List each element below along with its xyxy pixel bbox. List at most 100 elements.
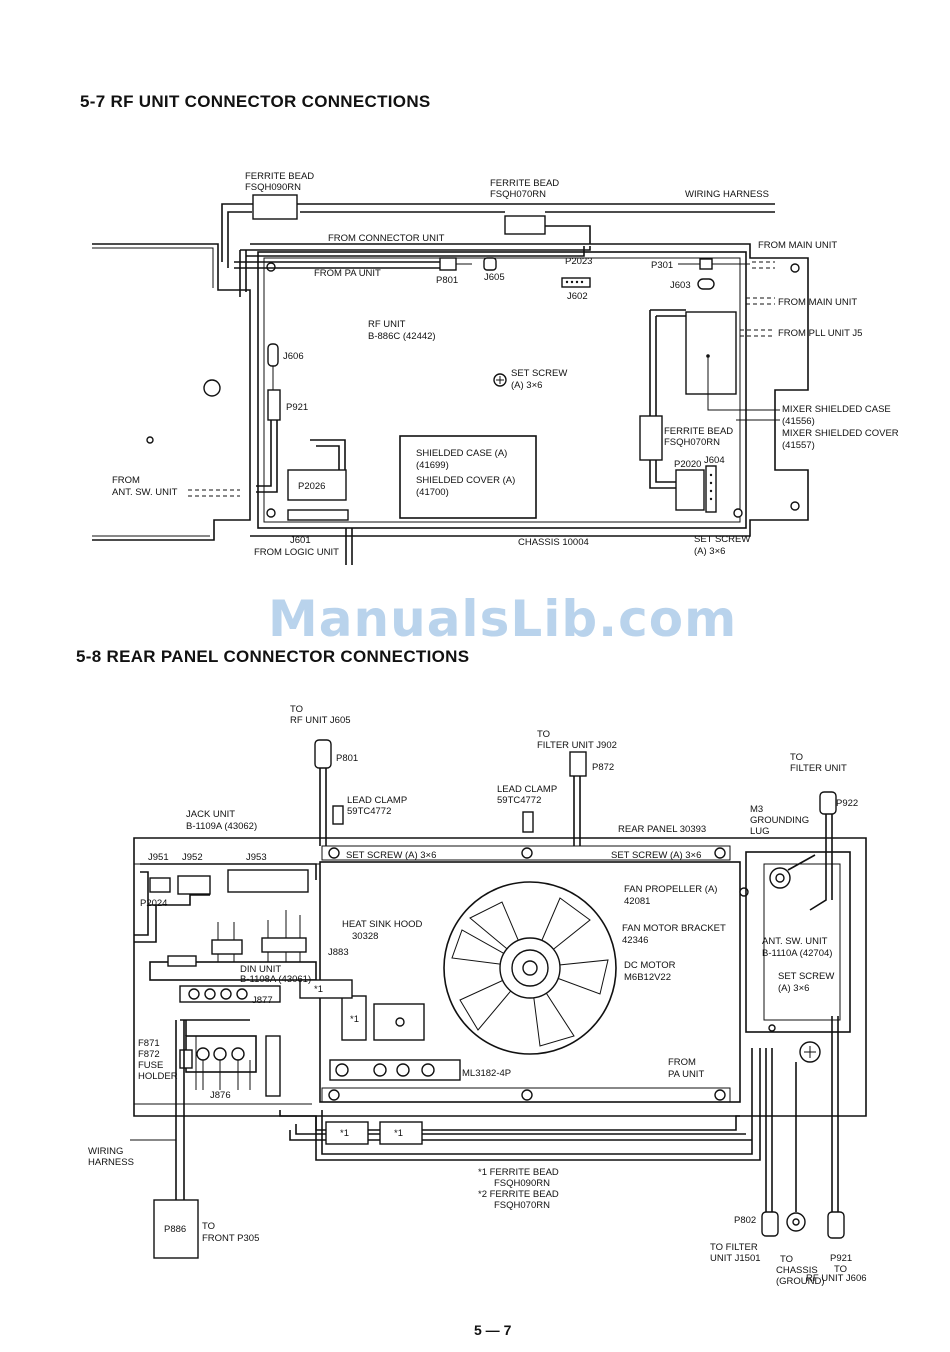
svg-text:P921: P921	[830, 1253, 852, 1264]
p921-connector	[267, 389, 281, 421]
svg-text:B-1108A (43061): B-1108A (43061)	[240, 974, 311, 985]
j606-jack	[267, 343, 279, 367]
p872-connector	[569, 751, 587, 777]
svg-text:SET SCREW: SET SCREW	[511, 368, 567, 379]
svg-text:REAR PANEL 30393: REAR PANEL 30393	[618, 824, 706, 835]
svg-text:J601: J601	[290, 535, 311, 546]
svg-text:SHIELDED CASE (A): SHIELDED CASE (A)	[416, 448, 507, 459]
svg-text:ML3182-4P: ML3182-4P	[462, 1068, 511, 1079]
svg-text:SET SCREW: SET SCREW	[778, 971, 834, 982]
svg-text:SET SCREW (A) 3×6: SET SCREW (A) 3×6	[611, 850, 701, 861]
svg-text:FILTER UNIT J902: FILTER UNIT J902	[537, 740, 617, 751]
rear-panel-outline	[133, 837, 867, 1131]
lead-clamp-2	[522, 811, 534, 833]
svg-text:(41556): (41556)	[782, 416, 815, 427]
svg-text:FILTER UNIT: FILTER UNIT	[790, 763, 847, 774]
svg-text:(GROUND): (GROUND)	[776, 1276, 825, 1287]
svg-text:*1: *1	[394, 1128, 403, 1139]
shielded-case-a	[399, 435, 537, 519]
svg-text:FUSE: FUSE	[138, 1060, 163, 1071]
svg-text:FROM PA UNIT: FROM PA UNIT	[314, 268, 381, 279]
svg-text:P2023: P2023	[565, 256, 592, 267]
page-number: 5 — 7	[474, 1322, 512, 1338]
svg-text:59TC4772: 59TC4772	[497, 795, 541, 806]
section-title-rear-panel: 5-8 REAR PANEL CONNECTOR CONNECTIONS	[76, 647, 470, 666]
p886-connector	[153, 1199, 199, 1259]
svg-text:RF UNIT J606: RF UNIT J606	[806, 1273, 867, 1284]
svg-text:TO: TO	[290, 704, 303, 715]
svg-text:FSQH090RN: FSQH090RN	[494, 1178, 550, 1189]
svg-text:SHIELDED COVER (A): SHIELDED COVER (A)	[416, 475, 515, 486]
svg-text:J606: J606	[283, 351, 304, 362]
svg-text:J877: J877	[252, 995, 273, 1006]
svg-text:RF UNIT: RF UNIT	[368, 319, 406, 330]
rf-unit-labels: FERRITE BEAD FSQH090RN FERRITE BEAD FSQH…	[112, 171, 899, 558]
svg-text:P2024: P2024	[140, 898, 167, 909]
svg-text:TO: TO	[780, 1254, 793, 1265]
svg-text:J953: J953	[246, 852, 267, 863]
svg-text:M6B12V22: M6B12V22	[624, 972, 671, 983]
j953-jack	[227, 869, 309, 893]
svg-text:FERRITE BEAD: FERRITE BEAD	[245, 171, 314, 182]
svg-text:(41700): (41700)	[416, 487, 449, 498]
j604-jack	[705, 465, 717, 513]
svg-text:(41699): (41699)	[416, 460, 449, 471]
svg-text:FROM MAIN UNIT: FROM MAIN UNIT	[758, 240, 837, 251]
ferrite-bead-b2	[379, 1121, 423, 1145]
svg-text:FROM PLL UNIT J5: FROM PLL UNIT J5	[778, 328, 862, 339]
svg-text:SET SCREW: SET SCREW	[694, 534, 750, 545]
j601-jack	[287, 509, 349, 521]
svg-text:FAN PROPELLER (A): FAN PROPELLER (A)	[624, 884, 717, 895]
rf-unit-board	[257, 251, 747, 529]
svg-text:*2 FERRITE BEAD: *2 FERRITE BEAD	[478, 1189, 559, 1200]
ant-sw-unit	[745, 851, 851, 1033]
section-title-rf-unit: 5-7 RF UNIT CONNECTOR CONNECTIONS	[80, 92, 431, 111]
svg-text:FROM LOGIC UNIT: FROM LOGIC UNIT	[254, 547, 339, 558]
p2026-connector	[287, 469, 347, 501]
svg-text:(A) 3×6: (A) 3×6	[778, 983, 809, 994]
j603-jack	[697, 278, 715, 290]
p921-rear-connector	[827, 1211, 845, 1239]
din-unit	[149, 961, 317, 981]
j952-jack	[177, 875, 211, 895]
fuse-holder	[179, 1049, 193, 1069]
svg-text:*1: *1	[340, 1128, 349, 1139]
svg-text:DIN UNIT: DIN UNIT	[240, 964, 281, 975]
svg-text:TO: TO	[202, 1221, 215, 1232]
ferrite-bead-090	[252, 194, 298, 220]
ml3182-terminal-strip	[329, 1059, 461, 1081]
svg-text:*1: *1	[350, 1014, 359, 1025]
svg-text:UNIT J1501: UNIT J1501	[710, 1253, 761, 1264]
svg-text:F872: F872	[138, 1049, 160, 1060]
left-panel-outline	[92, 243, 251, 541]
svg-text:JACK UNIT: JACK UNIT	[186, 809, 235, 820]
wiring-harness	[221, 203, 775, 268]
svg-text:P922: P922	[836, 798, 858, 809]
svg-text:J951: J951	[148, 852, 169, 863]
svg-text:B-1110A (42704): B-1110A (42704)	[762, 948, 832, 959]
svg-text:30328: 30328	[352, 931, 378, 942]
p2020-connector	[675, 469, 705, 511]
svg-text:P921: P921	[286, 402, 308, 413]
svg-text:P2020: P2020	[674, 459, 701, 470]
rear-panel-labels: TO RF UNIT J605 P801 TO FILTER UNIT J902…	[88, 704, 867, 1287]
svg-text:FAN MOTOR BRACKET: FAN MOTOR BRACKET	[622, 923, 726, 934]
svg-text:B-1109A (43062): B-1109A (43062)	[186, 821, 257, 832]
svg-text:*1: *1	[314, 984, 323, 995]
svg-text:FSQH070RN: FSQH070RN	[490, 189, 546, 200]
mixer-shielded-case	[685, 311, 737, 395]
fan-blades	[451, 897, 609, 1047]
svg-text:WIRING HARNESS: WIRING HARNESS	[685, 189, 769, 200]
svg-text:DC MOTOR: DC MOTOR	[624, 960, 676, 971]
svg-text:42081: 42081	[624, 896, 650, 907]
svg-text:LEAD CLAMP: LEAD CLAMP	[347, 795, 407, 806]
svg-text:42346: 42346	[622, 935, 648, 946]
svg-text:FROM: FROM	[112, 475, 140, 486]
svg-text:FROM: FROM	[668, 1057, 696, 1068]
svg-text:ANT. SW. UNIT: ANT. SW. UNIT	[112, 487, 178, 498]
svg-text:FROM MAIN UNIT: FROM MAIN UNIT	[778, 297, 857, 308]
svg-text:F871: F871	[138, 1038, 160, 1049]
svg-text:CHASSIS 10004: CHASSIS 10004	[518, 537, 589, 548]
svg-text:SET SCREW (A) 3×6: SET SCREW (A) 3×6	[346, 850, 436, 861]
